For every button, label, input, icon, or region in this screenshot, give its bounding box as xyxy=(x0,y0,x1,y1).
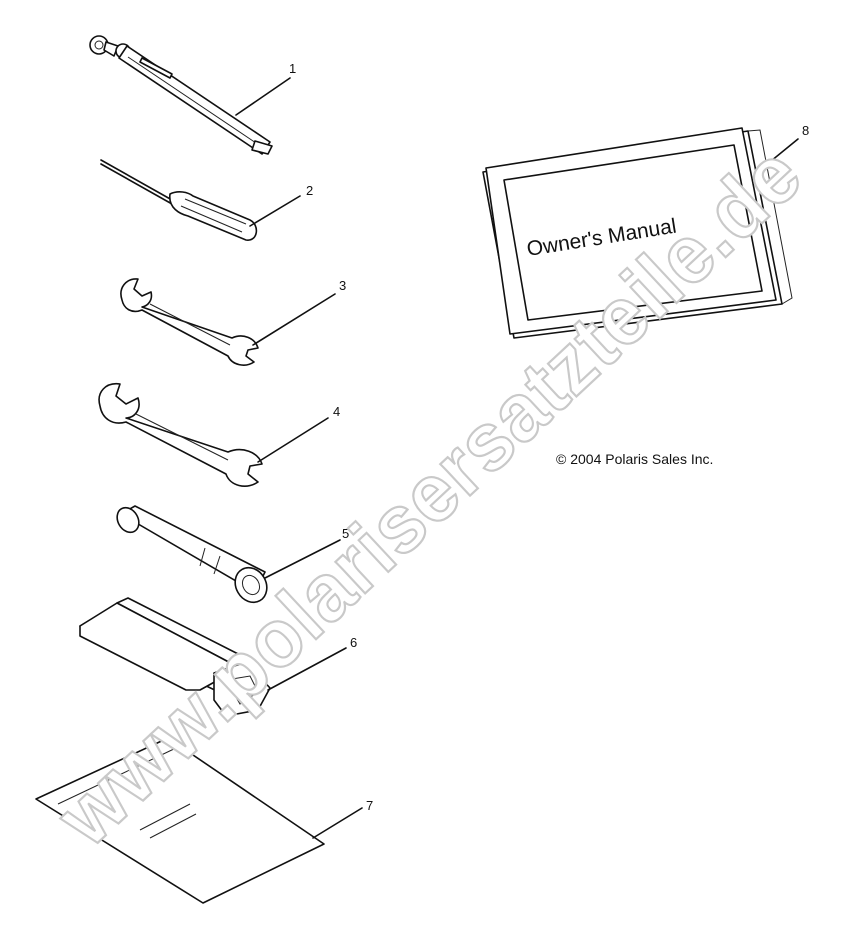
tool-pouch-drawing xyxy=(79,597,347,717)
screwdriver-drawing xyxy=(100,159,301,241)
callout-1: 1 xyxy=(289,61,296,76)
small-wrench-drawing xyxy=(120,278,336,366)
callout-4: 4 xyxy=(333,404,340,419)
callout-7: 7 xyxy=(366,798,373,813)
callout-8: 8 xyxy=(802,123,809,138)
pressure-gauge-drawing xyxy=(89,35,291,155)
watermark-text: www.polarisersatzteile.de xyxy=(40,128,819,864)
large-wrench-drawing xyxy=(98,382,329,487)
spark-plug-socket-drawing xyxy=(116,505,341,604)
copyright-notice: © 2004 Polaris Sales Inc. xyxy=(556,451,713,467)
callout-6: 6 xyxy=(350,635,357,650)
owners-manual-drawing: Owner's Manual xyxy=(482,127,799,339)
callout-3: 3 xyxy=(339,278,346,293)
callout-2: 2 xyxy=(306,183,313,198)
callout-5: 5 xyxy=(342,526,349,541)
plastic-bag-drawing xyxy=(35,737,363,904)
